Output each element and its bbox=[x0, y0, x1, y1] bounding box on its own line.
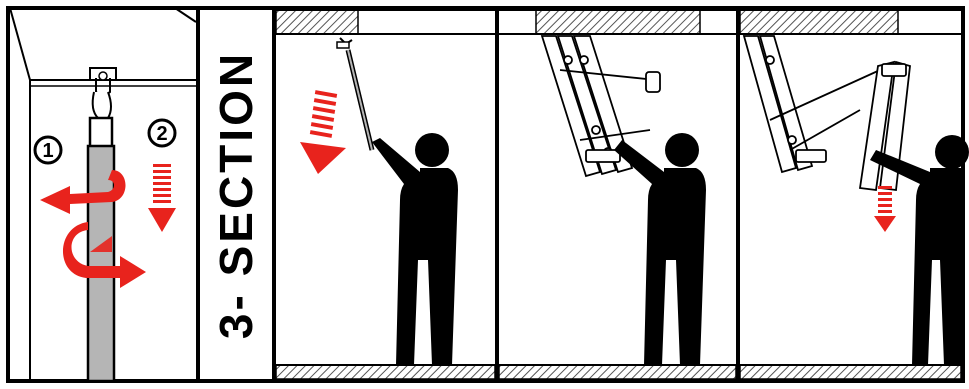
rotate-arrow-icon bbox=[40, 170, 146, 288]
person-icon bbox=[614, 133, 706, 365]
ceiling-hatch bbox=[739, 9, 899, 35]
scene-step-b bbox=[498, 9, 737, 380]
scene-step-c bbox=[739, 9, 969, 380]
ceiling-hatch bbox=[535, 9, 701, 35]
detail-panel: 1 2 bbox=[9, 7, 197, 383]
ceiling-hatch bbox=[275, 9, 359, 35]
floor-hatch bbox=[275, 364, 496, 380]
pole-handle bbox=[88, 116, 114, 150]
scene-step-a bbox=[275, 9, 496, 380]
person-icon bbox=[372, 133, 458, 365]
person-icon bbox=[870, 135, 969, 365]
down-arrow-icon bbox=[300, 90, 346, 174]
step-1-marker bbox=[33, 135, 63, 165]
step-1-number: 1 bbox=[42, 140, 53, 162]
pole bbox=[86, 144, 116, 383]
down-arrow-icon bbox=[874, 186, 896, 232]
step-2-marker bbox=[147, 118, 177, 148]
floor-hatch bbox=[739, 364, 962, 380]
section-title-panel: 3- SECTION bbox=[199, 8, 274, 381]
step-2-number: 2 bbox=[156, 123, 167, 145]
outer-frame bbox=[6, 6, 965, 383]
folding-ladder-icon bbox=[540, 35, 661, 178]
folding-ladder-icon bbox=[742, 35, 911, 192]
floor-hatch bbox=[498, 364, 737, 380]
section-title: 3- SECTION bbox=[210, 50, 263, 339]
down-arrow-icon bbox=[148, 164, 176, 232]
